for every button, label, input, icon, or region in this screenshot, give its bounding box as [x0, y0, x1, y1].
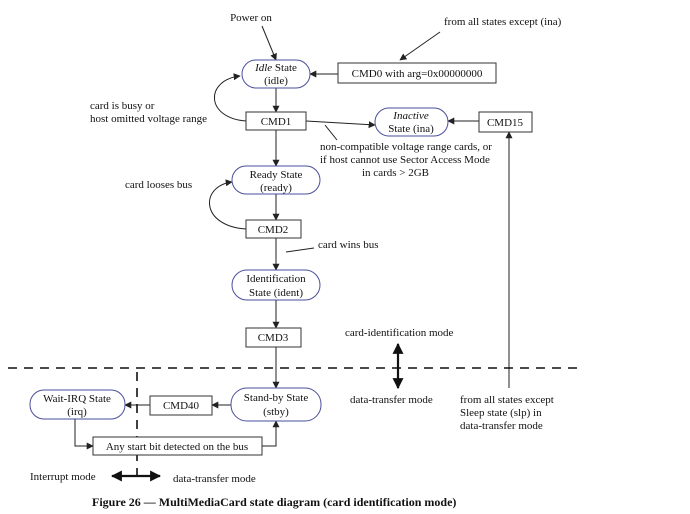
svg-text:(ready): (ready)	[260, 182, 292, 194]
start-bit-box: Any start bit detected on the bus	[92, 436, 263, 456]
svg-text:Identification: Identification	[246, 273, 306, 285]
card-identification-mode-label: card-identification mode	[345, 327, 454, 339]
svg-text:Inactive: Inactive	[392, 110, 429, 122]
figure-caption: Figure 26 — MultiMediaCard state diagram…	[92, 495, 456, 509]
state-identification: Identification State (ident)	[231, 269, 321, 301]
data-transfer-mode-bottom-label: data-transfer mode	[173, 473, 256, 485]
noncompat-leader	[324, 124, 338, 141]
svg-text:Wait-IRQ State: Wait-IRQ State	[43, 393, 111, 405]
state-idle: Idle State (idle)	[241, 59, 311, 89]
card-looses-bus-label: card looses bus	[125, 179, 192, 191]
interrupt-mode-label: Interrupt mode	[30, 471, 96, 483]
noncompat-label-3: in cards > 2GB	[362, 167, 429, 179]
cmd2-box: CMD2	[245, 219, 302, 239]
cmd3-box: CMD3	[245, 327, 302, 348]
svg-text:(stby): (stby)	[263, 406, 289, 418]
state-standby: Stand-by State (stby)	[230, 387, 322, 422]
from-all-states-label: from all states except (ina)	[444, 16, 562, 28]
cmd1-to-inactive-arrow	[305, 120, 376, 129]
noncompat-label-2: if host cannot use Sector Access Mode	[320, 154, 490, 166]
cmd0-box: CMD0 with arg=0x00000000	[337, 62, 497, 84]
from-all-except-label-1: from all states except	[460, 394, 554, 406]
cmd40-box: CMD40	[149, 395, 213, 416]
card-busy-label-1: card is busy or	[90, 100, 155, 112]
svg-text:CMD15: CMD15	[487, 117, 524, 129]
card-wins-leader	[285, 247, 315, 253]
cmd1-box: CMD1	[245, 111, 307, 131]
state-wait-irq: Wait-IRQ State (irq)	[29, 389, 126, 420]
state-inactive: Inactive State (ina)	[374, 107, 449, 137]
startbit-to-stby-arrow	[262, 420, 280, 447]
power-on-label: Power on	[230, 12, 272, 24]
cmd1-loop-arrow	[214, 73, 247, 122]
svg-text:(irq): (irq)	[67, 406, 87, 418]
cmd2-loop-arrow	[209, 179, 247, 230]
svg-text:CMD0 with arg=0x00000000: CMD0 with arg=0x00000000	[352, 68, 483, 80]
data-transfer-mode-label: data-transfer mode	[350, 394, 433, 406]
svg-text:Stand-by State: Stand-by State	[244, 392, 309, 404]
svg-text:CMD2: CMD2	[258, 224, 289, 236]
power-on-arrow	[261, 25, 277, 61]
from-all-except-label-2: Sleep state (slp) in	[460, 407, 542, 419]
svg-text:CMD3: CMD3	[258, 332, 289, 344]
svg-text:CMD1: CMD1	[261, 116, 292, 128]
noncompat-label-1: non-compatible voltage range cards, or	[320, 141, 492, 153]
from-all-states-arrow	[399, 31, 441, 61]
card-busy-label-2: host omitted voltage range	[90, 113, 207, 125]
svg-text:Any start bit detected on the: Any start bit detected on the bus	[106, 441, 248, 453]
svg-text:Ready State: Ready State	[250, 169, 303, 181]
svg-text:(idle): (idle)	[264, 75, 288, 87]
svg-text:CMD40: CMD40	[163, 400, 200, 412]
svg-text:Idle State: Idle State	[254, 62, 297, 74]
cmd15-box: CMD15	[478, 111, 533, 133]
svg-text:State (ident): State (ident)	[249, 287, 303, 299]
irq-to-startbit-arrow	[74, 419, 94, 450]
from-all-except-label-3: data-transfer mode	[460, 420, 543, 432]
card-wins-bus-label: card wins bus	[318, 239, 379, 251]
svg-text:State (ina): State (ina)	[388, 123, 434, 135]
state-ready: Ready State (ready)	[231, 165, 321, 195]
